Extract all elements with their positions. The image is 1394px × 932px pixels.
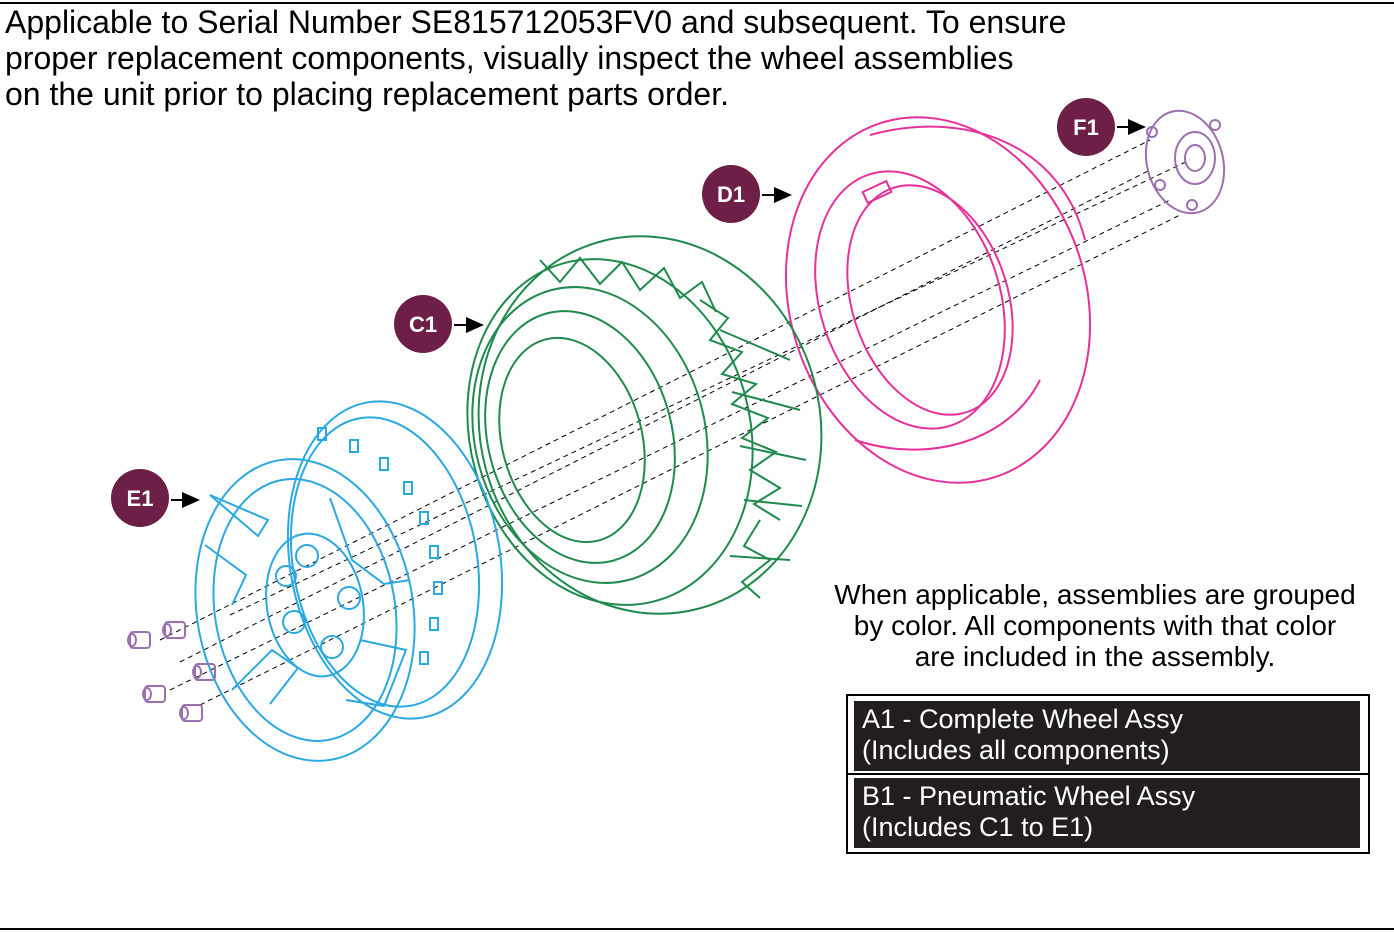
legend-b1-detail: (Includes C1 to E1) <box>862 812 1094 842</box>
note-line-3: are included in the assembly. <box>914 641 1276 672</box>
color-grouping-note: When applicable, assemblies are grouped … <box>800 579 1390 672</box>
lug-nuts-drawing <box>127 621 216 722</box>
inner-tube-drawing <box>784 116 1092 484</box>
applicability-line-3: on the unit prior to placing replacement… <box>5 76 729 112</box>
legend-b1-title: B1 - Pneumatic Wheel Assy <box>862 781 1196 811</box>
tire-drawing <box>466 235 823 615</box>
callout-c1-label: C1 <box>409 312 437 337</box>
applicability-line-1: Applicable to Serial Number SE815712053F… <box>5 4 1067 40</box>
note-line-1: When applicable, assemblies are grouped <box>834 579 1356 610</box>
callout-c1: C1 <box>394 295 484 353</box>
rim-drawing <box>194 400 504 762</box>
top-rule <box>0 2 1394 4</box>
applicability-line-2: proper replacement components, visually … <box>5 40 1014 76</box>
applicability-note: Applicable to Serial Number SE815712053F… <box>5 4 1255 112</box>
assembly-legend: A1 - Complete Wheel Assy (Includes all c… <box>846 694 1370 854</box>
legend-item-b1: B1 - Pneumatic Wheel Assy (Includes C1 t… <box>854 778 1360 848</box>
hub-drawing <box>1144 109 1226 215</box>
callout-e1-label: E1 <box>127 486 154 511</box>
callout-f1: F1 <box>1057 98 1146 156</box>
legend-divider <box>848 773 1368 775</box>
legend-a1-detail: (Includes all components) <box>862 735 1170 765</box>
legend-item-a1: A1 - Complete Wheel Assy (Includes all c… <box>854 701 1360 771</box>
legend-a1-title: A1 - Complete Wheel Assy <box>862 704 1184 734</box>
callout-d1: D1 <box>702 165 792 223</box>
callout-f1-label: F1 <box>1073 115 1099 140</box>
bottom-rule <box>0 928 1394 930</box>
callout-d1-label: D1 <box>717 182 745 207</box>
note-line-2: by color. All components with that color <box>853 610 1337 641</box>
callout-e1: E1 <box>111 469 200 527</box>
